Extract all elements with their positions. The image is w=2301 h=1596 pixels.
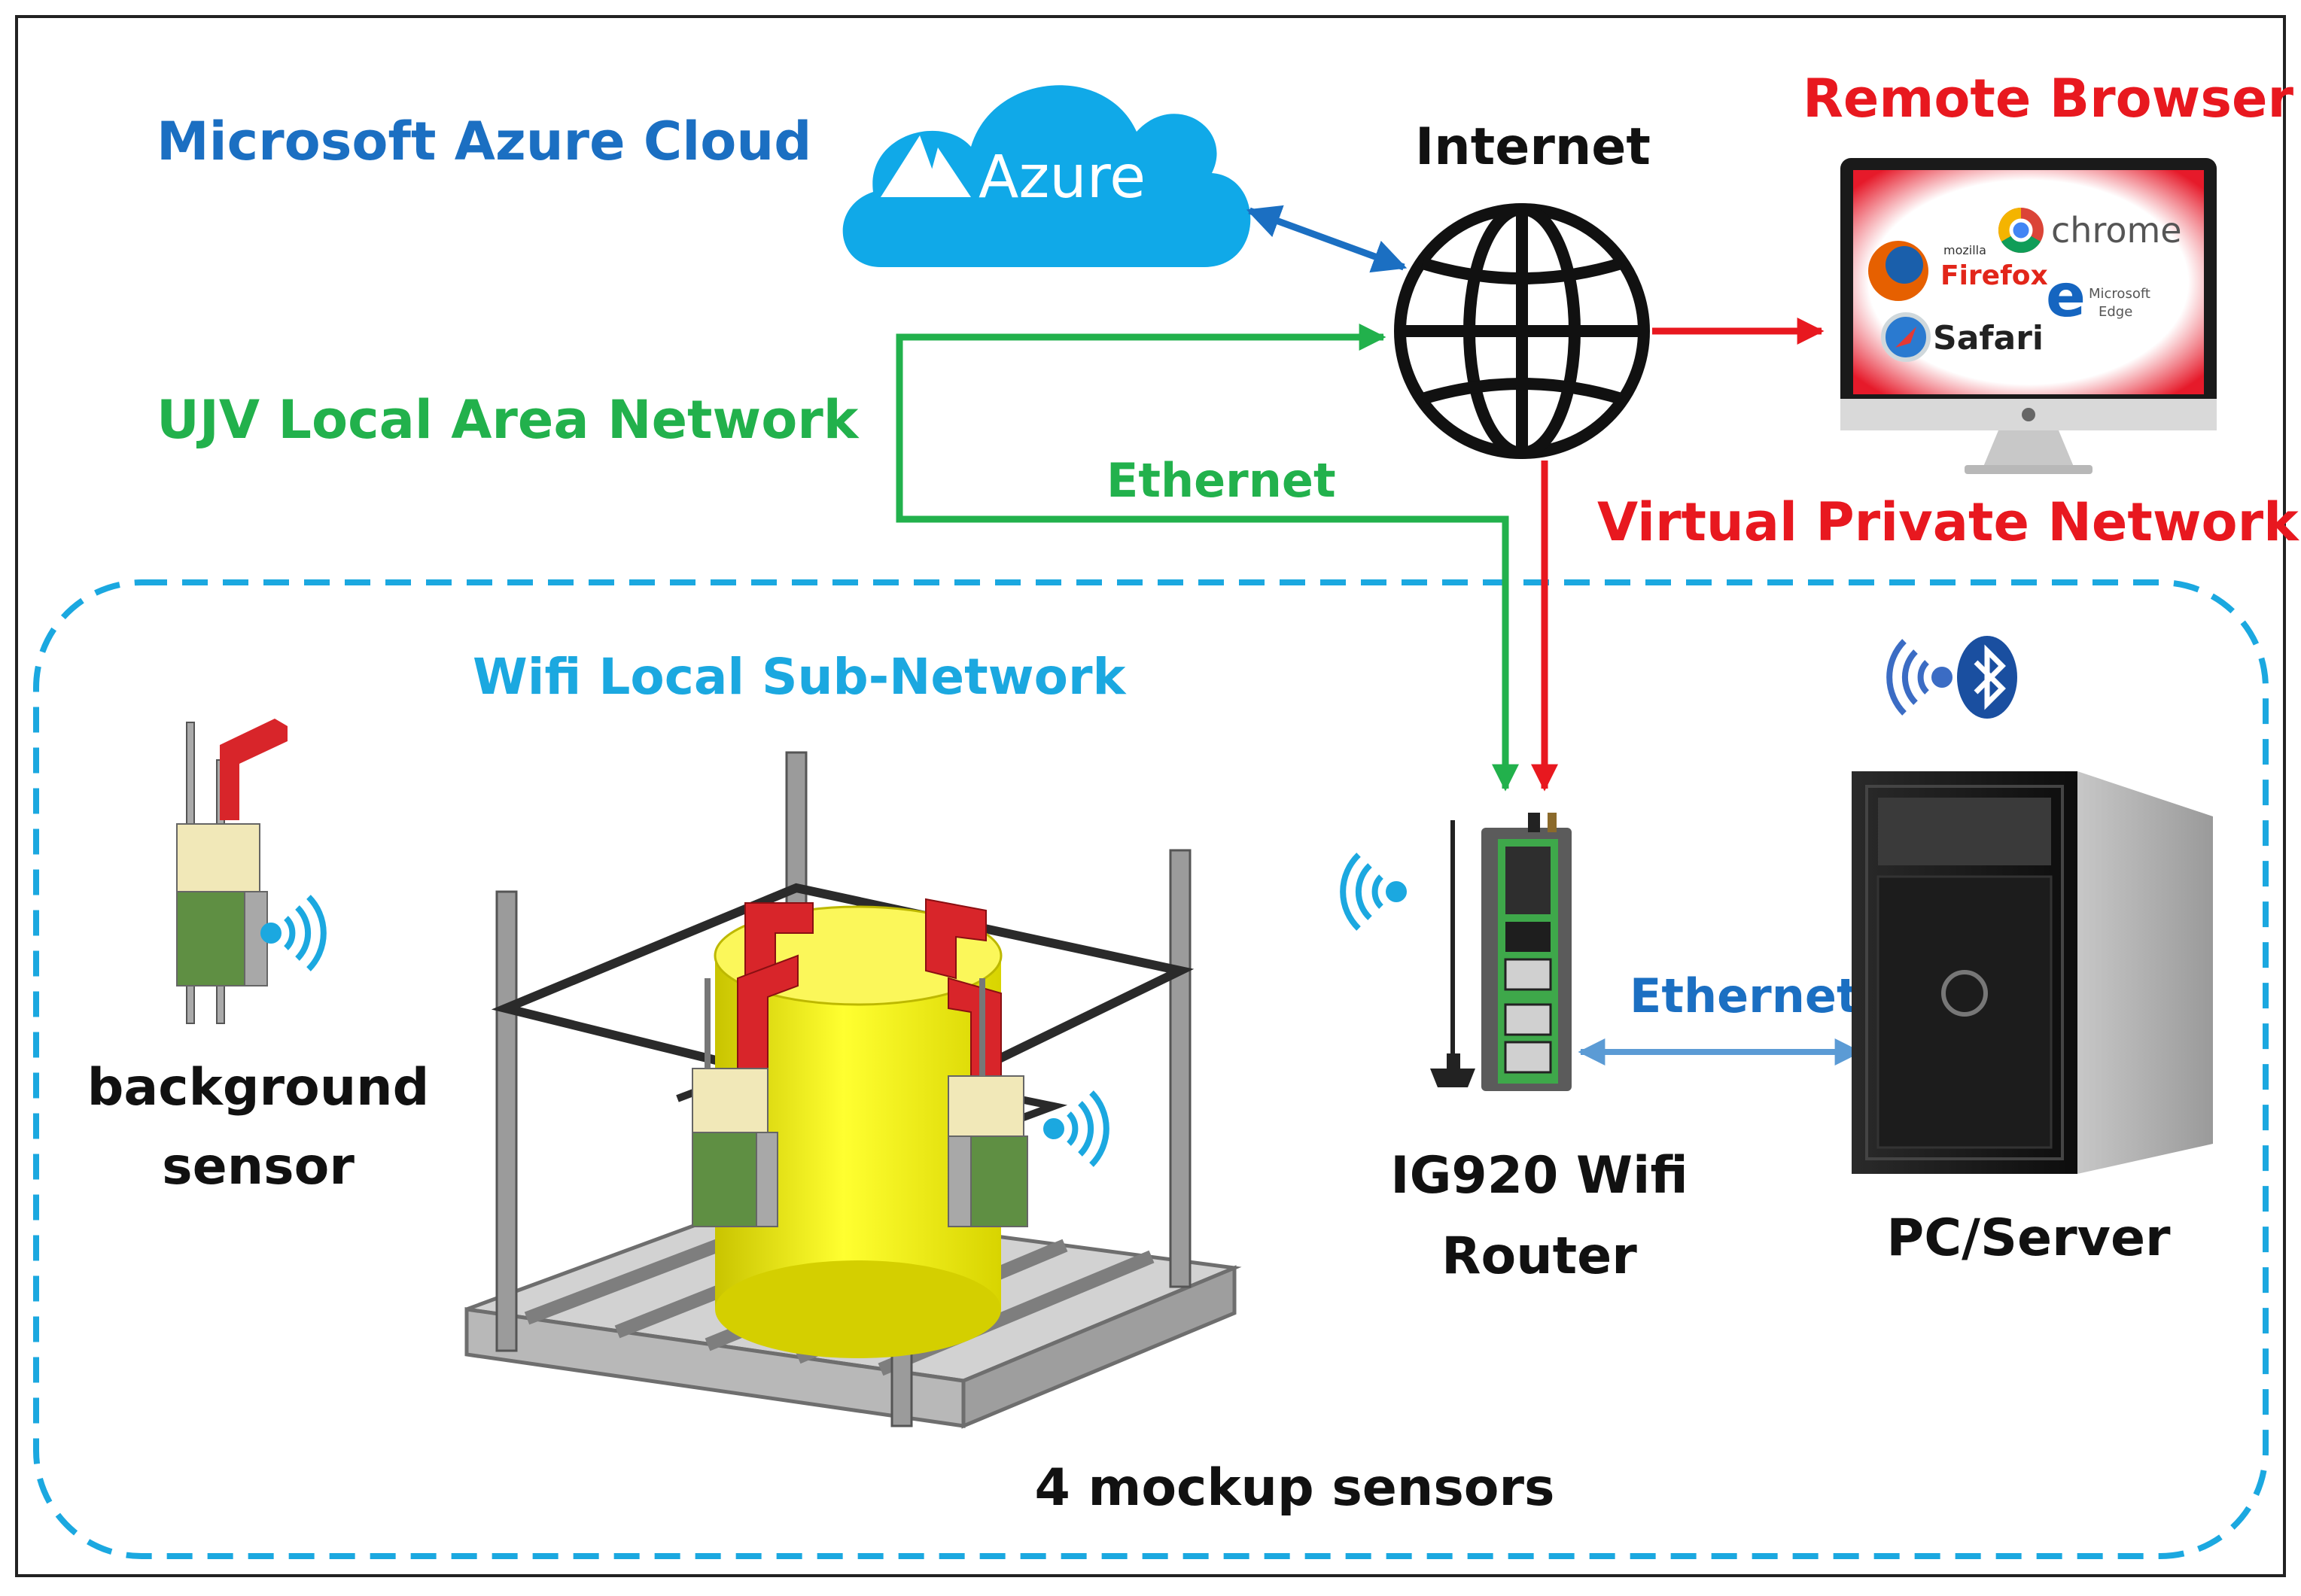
mockup-sensors-label: 4 mockup sensors [1034,1458,1554,1518]
background-sensor-icon [176,719,288,1024]
router-wifi-icon [1340,853,1407,931]
monitor-icon: chrome mozilla Firefox e Microsoft Edge … [1840,158,2217,474]
vpn-label: Virtual Private Network [1597,491,2299,553]
microsoft-label: Microsoft [2089,286,2150,302]
ethernet-top-label: Ethernet [1106,453,1336,508]
edge-label: Edge [2099,304,2132,320]
router-icon [1430,813,1572,1091]
safari-icon [1881,312,1931,362]
mockup-sensor-rig [464,751,1242,1429]
remote-browser-label: Remote Browser [1803,68,2293,129]
router-label-line1: IG920 Wifi [1390,1146,1688,1205]
safari-label: Safari [1933,319,2044,357]
azure-internet-link [1246,205,1408,273]
pc-server-label: PC/Server [1886,1208,2171,1268]
background-sensor-label-line2: sensor [162,1137,355,1196]
firefox-label: Firefox [1940,260,2048,291]
chrome-icon [1998,208,2044,254]
wifi-icon [1886,639,1953,716]
router-label-line2: Router [1441,1227,1637,1286]
globe-icon [1394,203,1650,459]
mozilla-label: mozilla [1943,243,1986,257]
mockup-sensor-wifi-icon [1043,1090,1109,1167]
wifi-subnetwork-boundary [33,579,2269,1559]
server-tower-icon [1852,771,2213,1174]
azure-logo-icon [881,135,971,197]
background-sensor-label-line1: background [87,1058,430,1117]
chrome-label: chrome [2051,210,2182,251]
azure-logo-text: Azure [979,144,1146,211]
firefox-icon [1868,241,1928,301]
background-sensor-wifi-icon [260,895,327,971]
wifi-subnet-label: Wifi Local Sub-Network [473,648,1128,706]
ethernet-bottom-label: Ethernet [1630,968,1859,1023]
lan-to-router-link [896,337,1519,792]
edge-icon: e [2046,263,2086,330]
ujv-lan-label: UJV Local Area Network [157,389,860,451]
azure-cloud-label: Microsoft Azure Cloud [157,111,811,172]
azure-cloud: Azure [842,85,1251,267]
bluetooth-icon [1957,636,2017,719]
internet-label: Internet [1415,117,1651,177]
